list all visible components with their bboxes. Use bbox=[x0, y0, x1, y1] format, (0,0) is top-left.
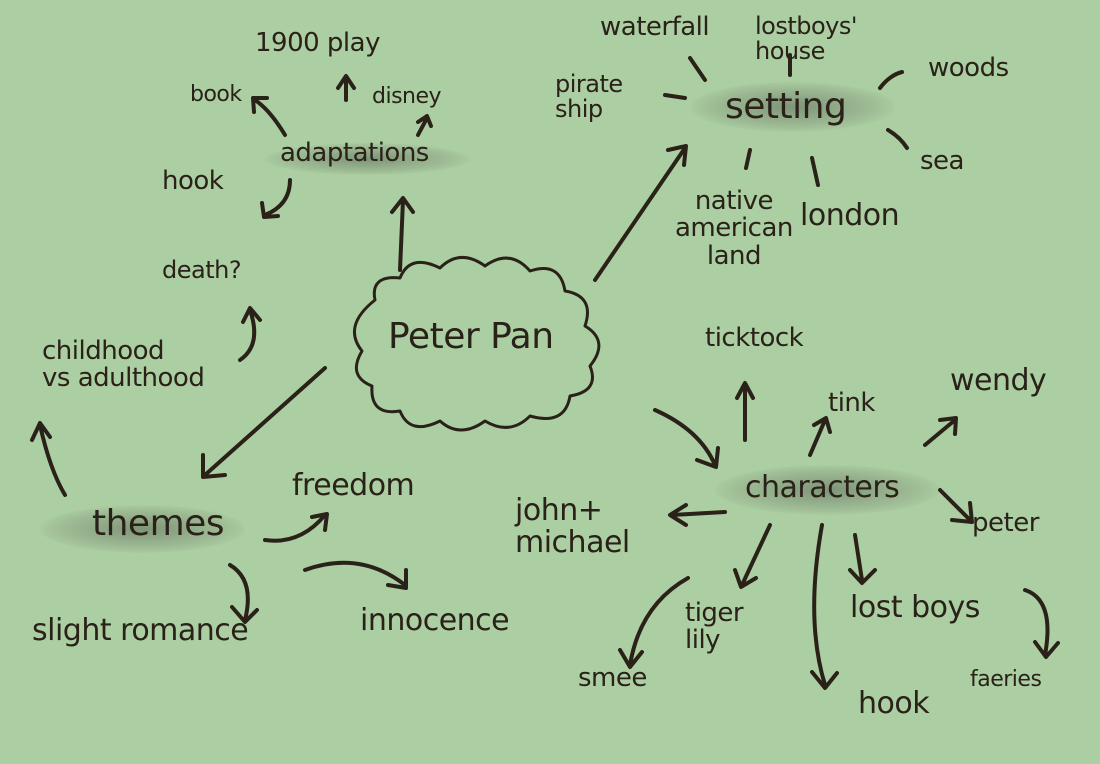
adaptation-book: book bbox=[190, 82, 242, 107]
character-john-michael: john+ michael bbox=[515, 493, 630, 560]
setting-native-american-land: native american land bbox=[675, 186, 793, 271]
adaptation-1900-play: 1900 play bbox=[255, 28, 380, 58]
character-tiger-lily: tiger lily bbox=[685, 598, 744, 656]
branch-characters: characters bbox=[745, 470, 900, 505]
cloud-outline bbox=[353, 256, 601, 432]
branch-setting: setting bbox=[725, 86, 847, 127]
characters-highlight bbox=[715, 465, 940, 515]
branch-adaptations: adaptations bbox=[280, 138, 429, 168]
character-tink: tink bbox=[828, 388, 875, 418]
setting-sea: sea bbox=[920, 146, 964, 176]
theme-childhood-vs-adulthood: childhood vs adulthood bbox=[42, 336, 205, 394]
setting-pirate-ship: pirate ship bbox=[555, 70, 623, 124]
character-ticktock: ticktock bbox=[705, 323, 804, 353]
theme-slight-romance: slight romance bbox=[32, 613, 249, 648]
character-peter: peter bbox=[972, 508, 1039, 538]
character-hook: hook bbox=[858, 686, 930, 721]
adaptation-disney: disney bbox=[372, 84, 442, 109]
branch-themes: themes bbox=[92, 503, 225, 544]
character-smee: smee bbox=[578, 663, 647, 693]
adaptation-hook: hook bbox=[162, 166, 224, 196]
theme-freedom: freedom bbox=[292, 468, 415, 503]
setting-waterfall: waterfall bbox=[600, 12, 710, 42]
character-lost-boys: lost boys bbox=[850, 590, 980, 625]
center-topic: Peter Pan bbox=[388, 316, 554, 357]
themes-highlight bbox=[40, 505, 245, 553]
setting-highlight bbox=[690, 82, 895, 132]
setting-lostboys-house: lostboys' house bbox=[755, 12, 858, 66]
character-faeries: faeries bbox=[970, 667, 1042, 692]
theme-death: death? bbox=[162, 256, 242, 284]
setting-woods: woods bbox=[928, 53, 1009, 83]
adaptations-highlight bbox=[265, 143, 470, 175]
theme-innocence: innocence bbox=[360, 603, 510, 638]
character-wendy: wendy bbox=[950, 363, 1047, 398]
setting-london: london bbox=[800, 198, 900, 233]
